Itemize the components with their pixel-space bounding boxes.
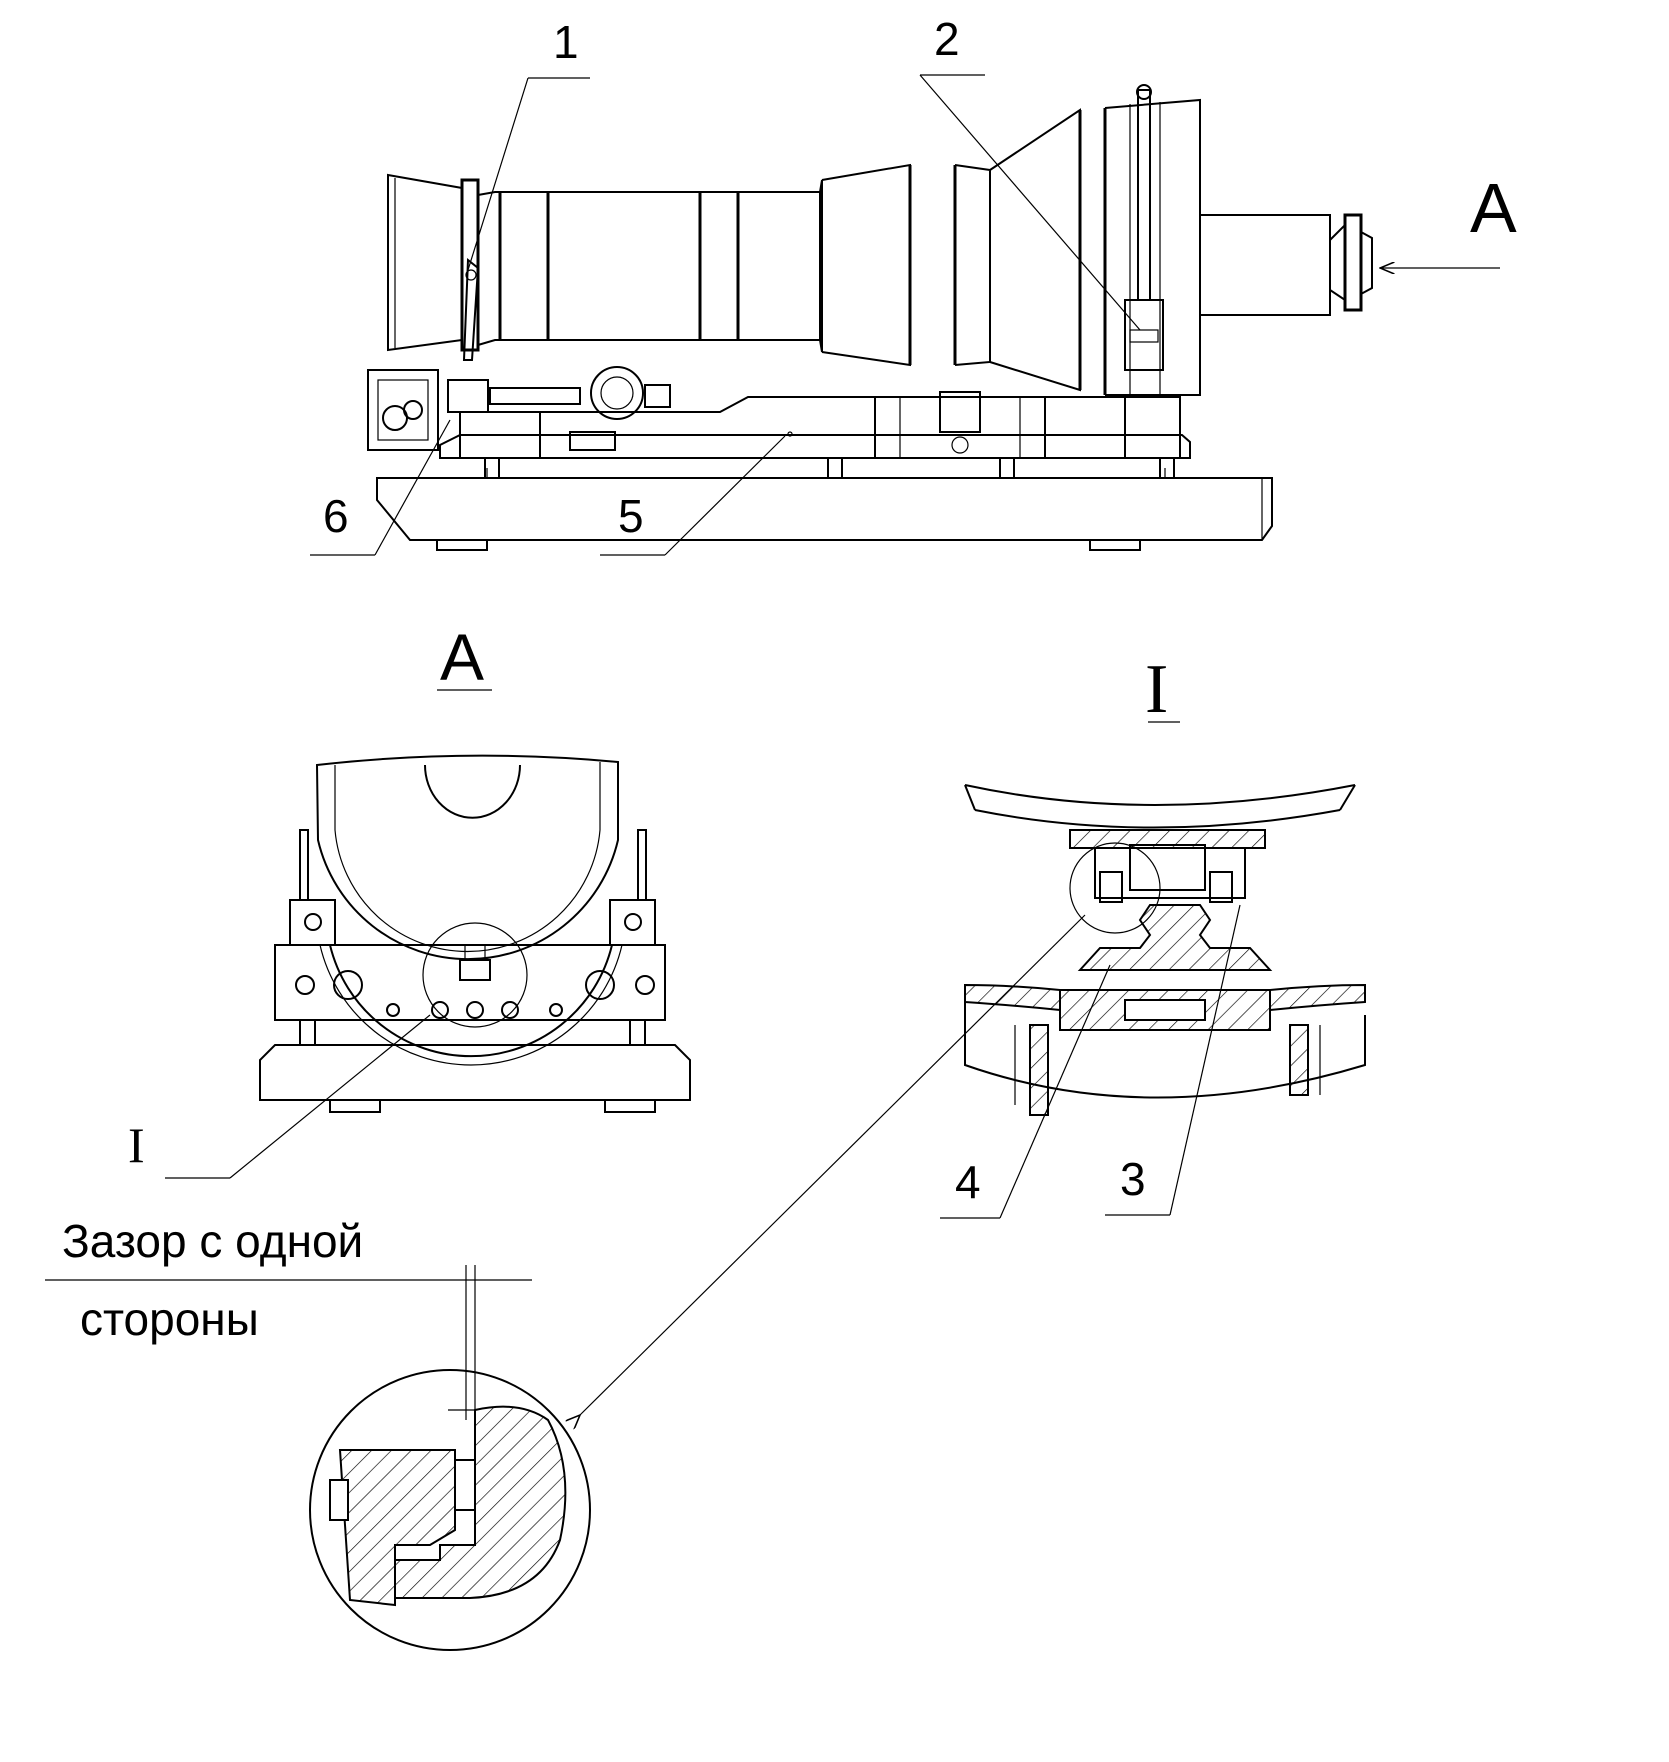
view-a: А xyxy=(128,620,691,1179)
callout-6: 6 xyxy=(323,490,349,542)
callout-2: 2 xyxy=(934,13,960,65)
callout-5: 5 xyxy=(618,490,644,542)
accessory-box xyxy=(367,366,671,451)
base-slab xyxy=(376,468,1273,551)
gap-note-line1: Зазор с одной xyxy=(62,1215,363,1267)
callout-1: 1 xyxy=(553,16,579,68)
engine-body xyxy=(387,84,1373,396)
view-a-arrow-label: А xyxy=(1470,169,1517,247)
detail-i: I 3 4 xyxy=(580,651,1366,1415)
detail-mark-label: I xyxy=(128,1117,145,1173)
callout-4: 4 xyxy=(955,1156,981,1208)
view-a-title: А xyxy=(440,620,484,694)
callout-3: 3 xyxy=(1120,1153,1146,1205)
clearance-enlarged-view: Зазор с одной стороны xyxy=(45,1215,591,1651)
side-view-leaders xyxy=(310,74,1141,556)
side-view: 1 2 6 5 А xyxy=(310,13,1517,556)
gap-note-line2: стороны xyxy=(80,1293,259,1345)
detail-i-title: I xyxy=(1145,651,1168,728)
